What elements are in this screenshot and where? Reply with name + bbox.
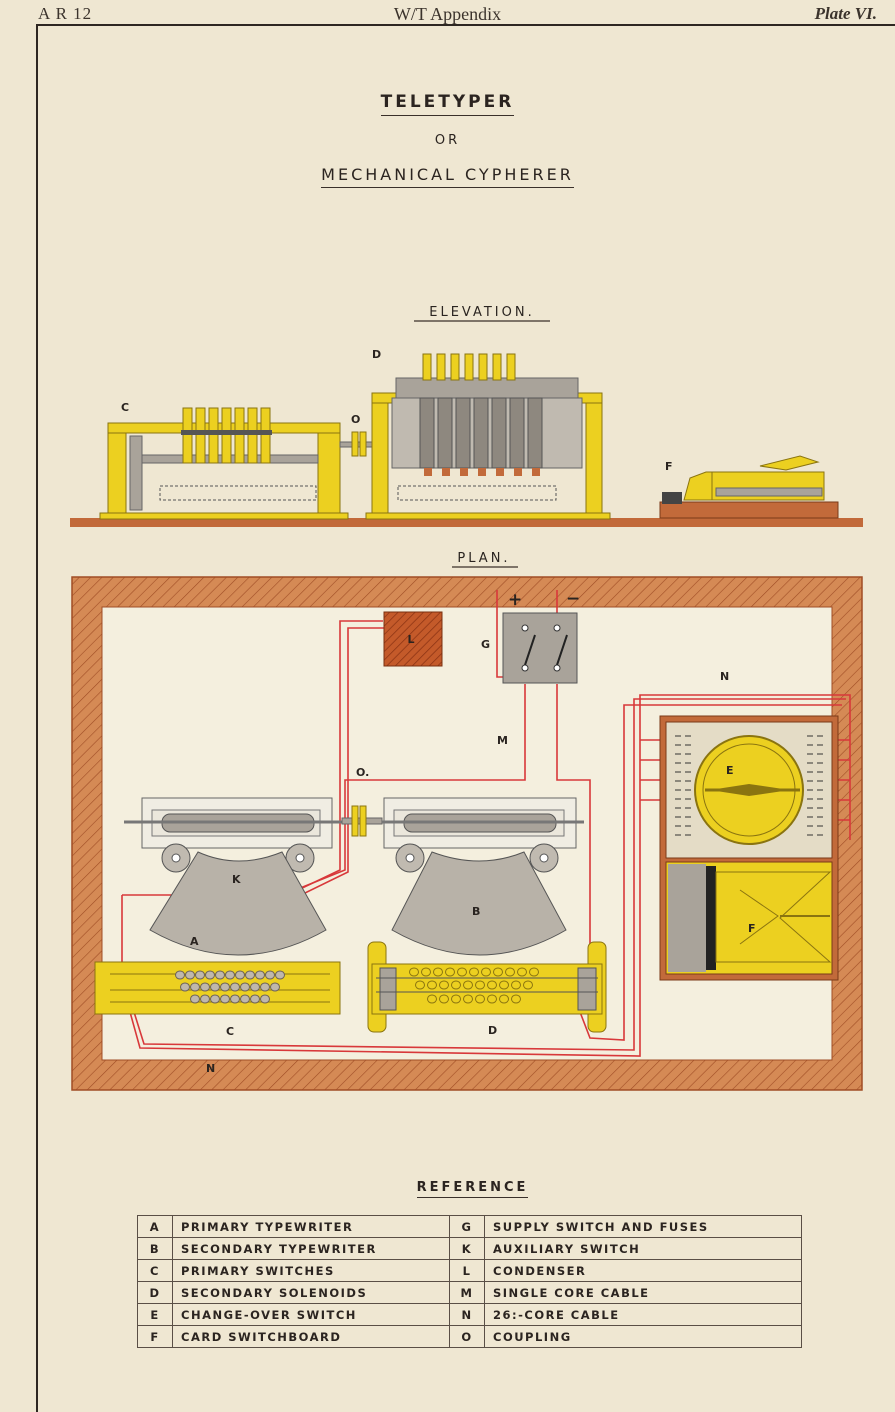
ref-value: CHANGE-OVER SWITCH bbox=[172, 1303, 450, 1326]
reference-title: REFERENCE bbox=[0, 1180, 895, 1198]
ref-key: M bbox=[449, 1281, 485, 1304]
plate-ref-center: W/T Appendix bbox=[393, 4, 502, 24]
plan-label-a: A bbox=[190, 935, 199, 948]
elevation-label-d: D bbox=[372, 348, 381, 361]
plan-secondary-typewriter bbox=[382, 797, 584, 956]
plan-label-o: O. bbox=[356, 766, 369, 779]
minus-terminal: − bbox=[566, 589, 580, 609]
plan-primary-typewriter bbox=[124, 797, 342, 956]
table-row: F CARD SWITCHBOARD O COUPLING bbox=[137, 1325, 802, 1348]
table-row: A PRIMARY TYPEWRITER G SUPPLY SWITCH AND… bbox=[137, 1215, 802, 1238]
ref-key: K bbox=[449, 1237, 485, 1260]
plan-label-m: M bbox=[497, 734, 508, 747]
table-row: C PRIMARY SWITCHES L CONDENSER bbox=[137, 1259, 802, 1282]
reference-table: A PRIMARY TYPEWRITER G SUPPLY SWITCH AND… bbox=[137, 1215, 802, 1348]
plate-ref-left: A R 12 bbox=[38, 4, 93, 23]
plan-primary-keys bbox=[175, 970, 285, 1004]
elevation-primary-switches bbox=[99, 407, 349, 520]
elevation-secondary-solenoids bbox=[365, 353, 611, 520]
ref-key: E bbox=[137, 1303, 173, 1326]
ref-value: PRIMARY SWITCHES bbox=[172, 1259, 450, 1282]
ref-key: F bbox=[137, 1325, 173, 1348]
sub-title: MECHANICAL CYPHERER bbox=[0, 165, 895, 188]
ref-key: L bbox=[449, 1259, 485, 1282]
elevation-card-switchboard bbox=[659, 455, 839, 519]
ref-value: SUPPLY SWITCH AND FUSES bbox=[484, 1215, 802, 1238]
plan-label-l: L bbox=[407, 633, 414, 646]
elevation-label: ELEVATION. bbox=[429, 305, 534, 320]
title-or: OR bbox=[434, 133, 461, 148]
plan-label-g: G bbox=[481, 638, 490, 651]
ref-value: SECONDARY SOLENOIDS bbox=[172, 1281, 450, 1304]
main-title: TELETYPER bbox=[0, 92, 895, 116]
plan-label-b: B bbox=[472, 905, 480, 918]
ref-key: A bbox=[137, 1215, 173, 1238]
plan-solenoid-studs bbox=[409, 967, 539, 1004]
table-row: E CHANGE-OVER SWITCH N 26:-CORE CABLE bbox=[137, 1303, 802, 1326]
plan-label-e: E bbox=[726, 764, 734, 777]
plan-switch-contacts bbox=[675, 735, 823, 836]
ref-key: C bbox=[137, 1259, 173, 1282]
plan-label-f: F bbox=[748, 922, 756, 935]
frame-left-line bbox=[36, 24, 38, 1412]
elevation-base-board bbox=[70, 518, 863, 527]
frame-top-line bbox=[36, 24, 895, 26]
ref-value: AUXILIARY SWITCH bbox=[484, 1237, 802, 1260]
ref-key: N bbox=[449, 1303, 485, 1326]
elevation-label-c: C bbox=[121, 401, 129, 414]
plan-label-k: K bbox=[232, 873, 241, 886]
ref-value: CONDENSER bbox=[484, 1259, 802, 1282]
table-row: D SECONDARY SOLENOIDS M SINGLE CORE CABL… bbox=[137, 1281, 802, 1304]
elevation-label-o: O bbox=[351, 413, 360, 426]
plus-terminal: + bbox=[508, 590, 522, 610]
ref-value: SINGLE CORE CABLE bbox=[484, 1281, 802, 1304]
plan-change-over-switch-box bbox=[659, 715, 839, 981]
ref-value: COUPLING bbox=[484, 1325, 802, 1348]
plan-supply-switch bbox=[502, 612, 578, 684]
table-row: B SECONDARY TYPEWRITER K AUXILIARY SWITC… bbox=[137, 1237, 802, 1260]
plan-coupling bbox=[341, 805, 383, 837]
ref-value: SECONDARY TYPEWRITER bbox=[172, 1237, 450, 1260]
plan-condenser bbox=[383, 611, 443, 667]
ref-key: O bbox=[449, 1325, 485, 1348]
plan-label-c: C bbox=[226, 1025, 234, 1038]
plan-label-n-top: N bbox=[720, 670, 729, 683]
ref-value: CARD SWITCHBOARD bbox=[172, 1325, 450, 1348]
ref-value: PRIMARY TYPEWRITER bbox=[172, 1215, 450, 1238]
ref-key: D bbox=[137, 1281, 173, 1304]
plan-label-n-bottom: N bbox=[206, 1062, 215, 1075]
plate-number: Plate VI. bbox=[814, 4, 877, 23]
ref-key: B bbox=[137, 1237, 173, 1260]
plan-card-switchboard bbox=[665, 861, 833, 975]
plan-label-d: D bbox=[488, 1024, 497, 1037]
elevation-label-f: F bbox=[665, 460, 673, 473]
ref-value: 26:-CORE CABLE bbox=[484, 1303, 802, 1326]
plan-label: PLAN. bbox=[457, 551, 510, 566]
ref-key: G bbox=[449, 1215, 485, 1238]
